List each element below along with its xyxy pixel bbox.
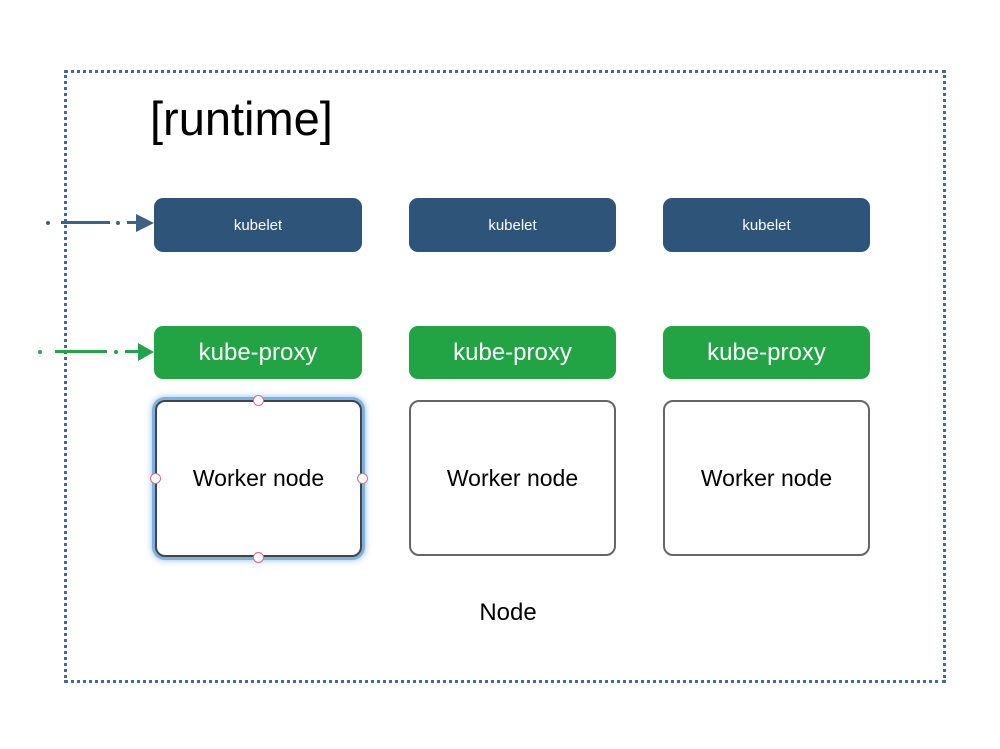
kubelet-arrow-dash-2 — [61, 221, 110, 224]
kube-proxy-box-3[interactable]: kube-proxy — [663, 326, 870, 379]
kubelet-box-3[interactable]: kubelet — [663, 198, 870, 252]
kubeproxy-arrow-head-icon — [138, 342, 154, 361]
kubelet-arrow-stem — [127, 221, 141, 224]
worker-node-box-2[interactable]: Worker node — [409, 400, 616, 556]
kube-proxy-box-2[interactable]: kube-proxy — [409, 326, 616, 379]
kubeproxy-arrow-stem — [125, 350, 142, 353]
page-title: [runtime] — [150, 92, 333, 145]
resize-handle-top[interactable] — [253, 394, 264, 406]
kubelet-box-1[interactable]: kubelet — [154, 198, 362, 252]
node-group-label: Node — [479, 599, 537, 626]
kube-proxy-box-1[interactable]: kube-proxy — [154, 326, 362, 379]
resize-handle-left[interactable] — [149, 473, 161, 484]
runtime-cluster-boundary[interactable] — [64, 70, 946, 683]
resize-handle-right[interactable] — [356, 473, 368, 484]
kubelet-box-2[interactable]: kubelet — [409, 198, 616, 252]
kubeproxy-arrow-dash-3 — [114, 350, 118, 354]
kubeproxy-arrow-dash-1 — [38, 350, 42, 354]
worker-node-box-3[interactable]: Worker node — [663, 400, 870, 556]
resize-handle-bottom[interactable] — [253, 551, 264, 563]
kubelet-arrow-head-icon — [136, 213, 154, 232]
kubelet-arrow-dash-3 — [116, 221, 120, 225]
worker-node-box-1[interactable]: Worker node — [155, 400, 362, 557]
kubelet-arrow-dash-1 — [46, 221, 50, 225]
kubeproxy-arrow-dash-2 — [55, 350, 107, 353]
